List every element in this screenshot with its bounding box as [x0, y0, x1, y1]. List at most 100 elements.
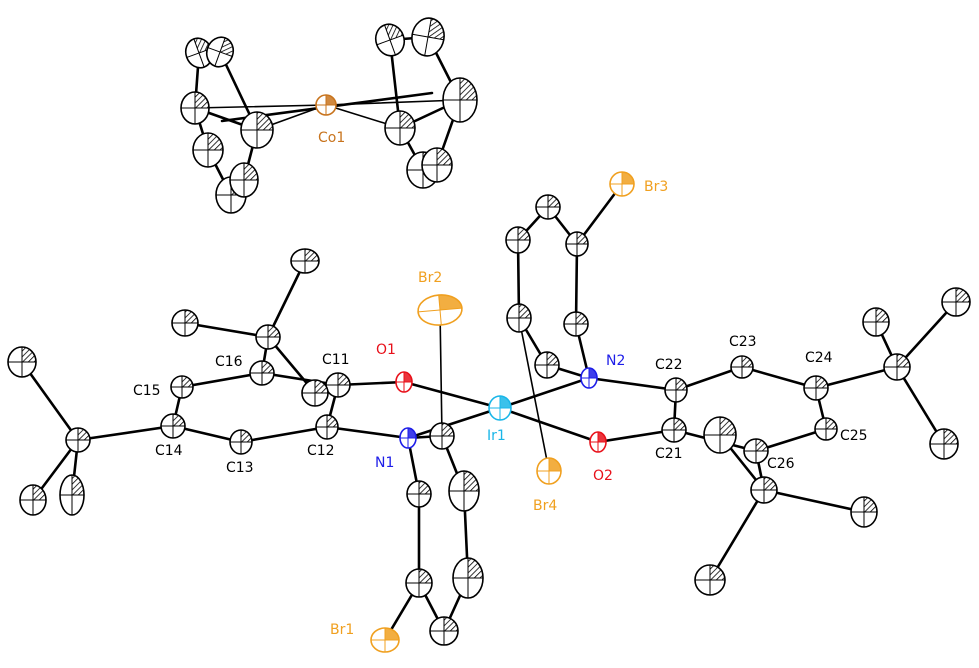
atom-cb2 — [411, 17, 445, 57]
atom-Br4 — [536, 457, 562, 485]
atom-C25 — [814, 417, 838, 441]
atom-tC24 — [883, 353, 911, 381]
atom-C22 — [664, 377, 688, 403]
bond-C23-C24 — [740, 365, 818, 390]
atom-label-C14: C14 — [155, 443, 183, 459]
atom-layer — [7, 17, 971, 653]
atom-C23 — [730, 355, 754, 379]
atom-label-O1: O1 — [376, 342, 396, 358]
bond-Co1-ca3 — [194, 104, 327, 109]
atom-mC — [301, 379, 329, 407]
atom-Br2 — [417, 294, 463, 326]
atom-ca3 — [180, 91, 210, 125]
bond-N2-C22 — [587, 376, 678, 392]
atom-mJ — [862, 307, 890, 337]
atom-label-Br4: Br4 — [533, 498, 557, 514]
atom-label-C16: C16 — [215, 354, 243, 370]
bond-C24-tC24 — [814, 365, 899, 390]
atom-C16 — [249, 360, 275, 386]
atom-label-C21: C21 — [655, 446, 683, 462]
atom-cp5 — [506, 303, 532, 333]
bond-C16-C11 — [260, 371, 340, 387]
atom-Co1 — [315, 94, 337, 116]
atom-label-C22: C22 — [655, 357, 683, 373]
atom-cp6 — [534, 351, 560, 379]
atom-N2 — [580, 367, 598, 389]
atom-label-C23: C23 — [729, 334, 757, 350]
atom-mL — [929, 428, 959, 460]
atom-C14 — [160, 413, 186, 439]
bond-tC16-mA — [266, 259, 307, 339]
atom-C12 — [315, 414, 339, 440]
atom-C13 — [229, 429, 253, 455]
atom-label-C26: C26 — [767, 456, 795, 472]
bond-O2-C21 — [596, 428, 676, 444]
atom-label-O2: O2 — [593, 468, 613, 484]
bond-Br2-cn1 — [439, 309, 443, 437]
atom-cn5 — [452, 557, 484, 599]
bond-Ir1-N1 — [406, 406, 502, 440]
atom-label-Br3: Br3 — [644, 179, 668, 195]
bond-C14-tC14 — [76, 424, 175, 442]
atom-tC14 — [65, 427, 91, 453]
atom-Ir1 — [488, 395, 512, 421]
atom-cn4 — [405, 568, 433, 598]
atom-cb3 — [442, 77, 478, 123]
bond-cp1-cp2 — [574, 242, 579, 326]
bond-layer — [20, 35, 958, 642]
atom-label-Br1: Br1 — [330, 622, 354, 638]
bond-Ir1-N2 — [498, 376, 591, 410]
atom-tC16 — [255, 324, 281, 350]
bond-Br4-cp5 — [518, 317, 550, 472]
atom-cp3 — [535, 194, 561, 220]
atom-Br1 — [370, 627, 400, 653]
bond-N1-C12 — [325, 425, 410, 440]
atom-ca2 — [205, 36, 235, 68]
atom-mB — [171, 309, 199, 337]
atom-cb6 — [421, 147, 453, 183]
atom-label-N2: N2 — [606, 353, 625, 369]
label-layer: Co1Ir1Br1Br2Br3Br4O1O2N1N2C11C12C13C14C1… — [133, 130, 868, 638]
atom-label-Co1: Co1 — [318, 130, 345, 146]
atom-label-C25: C25 — [840, 428, 868, 444]
atom-cp2 — [565, 231, 589, 257]
atom-cp4 — [505, 226, 531, 254]
atom-mD — [7, 346, 37, 378]
atom-label-C11: C11 — [322, 352, 350, 368]
atom-mI — [694, 564, 726, 596]
bond-Ir1-O1 — [402, 380, 502, 410]
atom-label-C13: C13 — [226, 460, 254, 476]
atom-mA — [290, 248, 320, 274]
bond-tC16-mB — [183, 321, 270, 339]
bond-tC14-mD — [20, 360, 80, 442]
bond-C12-C13 — [239, 425, 329, 444]
atom-cn6 — [429, 616, 459, 646]
atom-label-Br2: Br2 — [418, 270, 442, 286]
atom-cn1 — [429, 422, 455, 450]
atom-C26 — [743, 438, 769, 464]
atom-O2 — [589, 431, 607, 453]
atom-label-Ir1: Ir1 — [487, 428, 506, 444]
atom-Br3 — [609, 171, 635, 197]
atom-mK — [941, 287, 971, 317]
atom-cb4 — [384, 110, 416, 146]
atom-C15 — [170, 375, 194, 399]
atom-ca6 — [229, 162, 259, 198]
atom-cn3 — [448, 470, 480, 512]
atom-N1 — [399, 427, 417, 449]
atom-label-C15: C15 — [133, 383, 161, 399]
atom-mF — [59, 474, 85, 516]
atom-ca4 — [192, 132, 224, 168]
atom-C21 — [661, 417, 687, 443]
atom-O1 — [395, 371, 413, 393]
atom-cb1 — [374, 23, 406, 57]
atom-tC26 — [750, 476, 778, 504]
atom-label-N1: N1 — [375, 455, 394, 471]
bond-tC26-mH — [762, 488, 866, 514]
atom-cp1 — [563, 311, 589, 337]
atom-ca7 — [240, 111, 274, 149]
bond-C15-C16 — [180, 371, 264, 389]
atom-C11 — [325, 372, 351, 398]
atom-C24 — [803, 375, 829, 401]
bond-Ir1-O2 — [498, 406, 600, 444]
